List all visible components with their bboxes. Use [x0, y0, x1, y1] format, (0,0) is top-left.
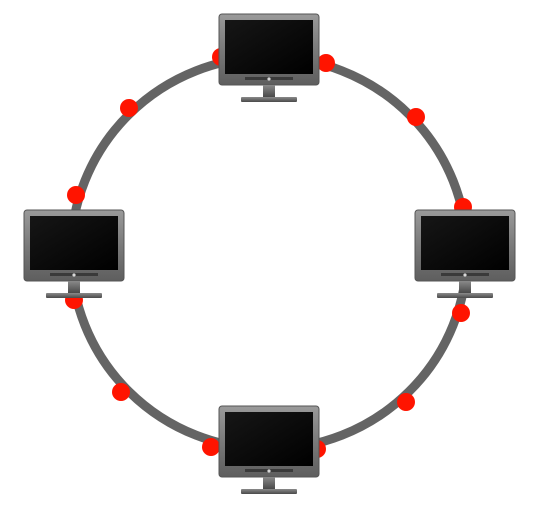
- computer-monitor-icon: [23, 209, 125, 298]
- connector-dot: [317, 54, 335, 72]
- connector-dots: [65, 48, 472, 458]
- computer-monitor-icon: [218, 13, 320, 102]
- connector-dot: [112, 383, 130, 401]
- computer-monitor-icon: [218, 405, 320, 494]
- computer-monitor-icon: [414, 209, 516, 298]
- connector-dot: [202, 438, 220, 456]
- connector-dot: [120, 99, 138, 117]
- connector-dot: [397, 393, 415, 411]
- connector-dot: [452, 304, 470, 322]
- connector-dot: [67, 186, 85, 204]
- connector-dot: [407, 108, 425, 126]
